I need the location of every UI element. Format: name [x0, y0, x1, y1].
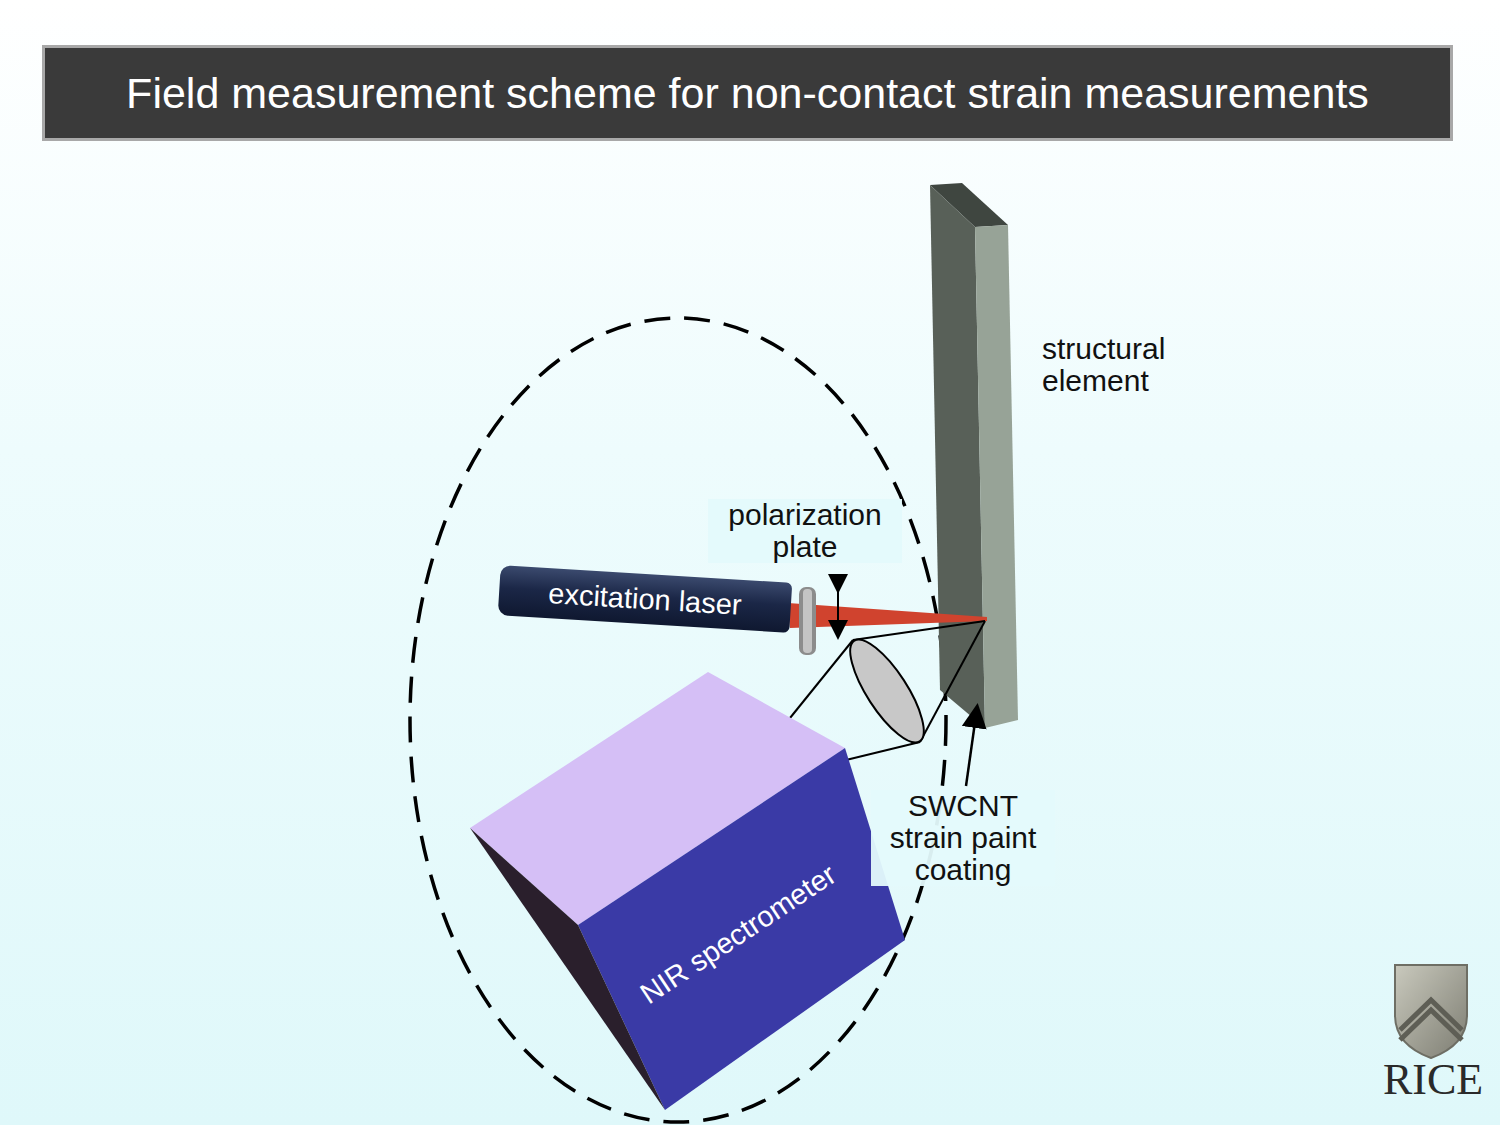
- plate-label: polarization plate: [708, 499, 902, 563]
- title-text: Field measurement scheme for non-contact…: [126, 69, 1369, 118]
- coating-label: SWCNT strain paint coating: [871, 790, 1055, 886]
- structural-element-slab: [930, 183, 1018, 728]
- polarization-arrow: [837, 590, 839, 636]
- laser-body: excitation laser: [498, 565, 793, 633]
- field-unit-outline: [410, 318, 946, 1122]
- coating-pointer: [966, 708, 977, 786]
- element-label: structural element: [1042, 333, 1202, 397]
- collection-lens: [838, 630, 937, 752]
- logo-wordmark: RICE: [1378, 1058, 1488, 1102]
- title-bar: Field measurement scheme for non-contact…: [42, 45, 1453, 141]
- logo-shield: [1395, 965, 1467, 1058]
- spectrometer-cube: [470, 672, 905, 1110]
- polarization-plate: [799, 587, 816, 655]
- node-text: excitation laser: [547, 577, 742, 622]
